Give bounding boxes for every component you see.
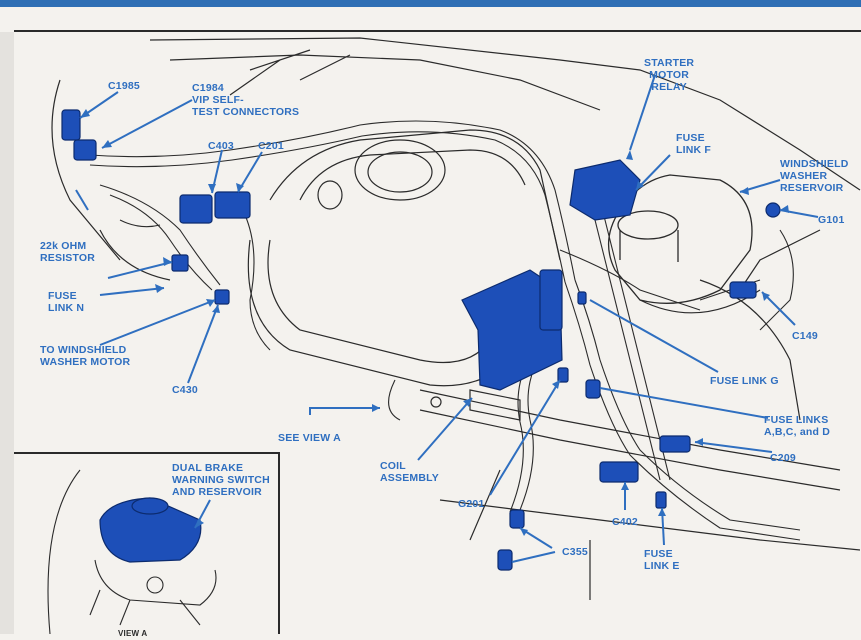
coil-assembly [461, 269, 563, 391]
label-g101: G101 [818, 214, 845, 226]
connector-c209 [659, 435, 691, 453]
washer-reservoir-tank [607, 174, 753, 304]
label-c149: C149 [792, 330, 818, 342]
components [61, 109, 781, 571]
wire-harness [89, 120, 801, 541]
leader-arrowheads [80, 109, 789, 536]
label-washer-reservoir: WINDSHIELD WASHER RESERVOIR [780, 158, 849, 194]
fuse-links-abcd [585, 379, 601, 399]
label-fuse-link-n: FUSE LINK N [48, 290, 85, 314]
connector-c201 [214, 191, 251, 219]
label-c355: C355 [562, 546, 588, 558]
label-fuse-link-g: FUSE LINK G [710, 375, 779, 387]
connector-c402 [599, 461, 639, 483]
label-g201: G201 [458, 498, 485, 510]
label-c1985: C1985 [108, 80, 140, 92]
connector-c1985 [61, 109, 81, 141]
connector-c355-lower [497, 549, 513, 571]
brake-reservoir-cap [131, 497, 169, 515]
inset-frame [14, 452, 280, 634]
fuse-link-n [171, 254, 189, 272]
ground-g101 [765, 202, 781, 218]
coil-connector [539, 269, 563, 331]
label-view-a: VIEW A [118, 629, 148, 638]
label-washer-motor: TO WINDSHIELD WASHER MOTOR [40, 344, 131, 368]
label-fuse-links-abcd: FUSE LINKS A,B,C, and D [764, 414, 830, 438]
brake-reservoir [99, 497, 202, 563]
label-c403: C403 [208, 140, 234, 152]
label-c1984: C1984 VIP SELF- TEST CONNECTORS [192, 82, 300, 118]
connector-c149 [729, 281, 757, 299]
page-margin-shade [0, 32, 14, 634]
label-coil-assembly: COIL ASSEMBLY [380, 460, 439, 484]
ground-g201 [557, 367, 569, 383]
label-dual-brake: DUAL BRAKE WARNING SWITCH AND RESERVOIR [172, 462, 270, 498]
label-see-view-a: SEE VIEW A [278, 432, 341, 444]
starter-motor-relay [569, 159, 641, 221]
connector-c355-upper [509, 509, 525, 529]
label-resistor: 22k OHM RESISTOR [40, 240, 96, 264]
frame-top-rule [14, 30, 861, 32]
fuse-link-e [655, 491, 667, 509]
label-c430: C430 [172, 384, 198, 396]
label-c201: C201 [258, 140, 284, 152]
vip-connector [73, 139, 97, 161]
label-starter-relay: STARTER MOTOR RELAY [644, 57, 695, 93]
fuse-link-g [577, 291, 587, 305]
label-fuse-link-f: FUSE LINK F [676, 132, 712, 156]
connector-c403 [179, 194, 213, 224]
label-fuse-link-e: FUSE LINK E [644, 548, 680, 572]
connector-c430 [214, 289, 230, 305]
inset-line-art [47, 469, 217, 634]
top-color-bar [0, 0, 861, 7]
label-c209: C209 [770, 452, 796, 464]
label-c402: C402 [612, 516, 638, 528]
